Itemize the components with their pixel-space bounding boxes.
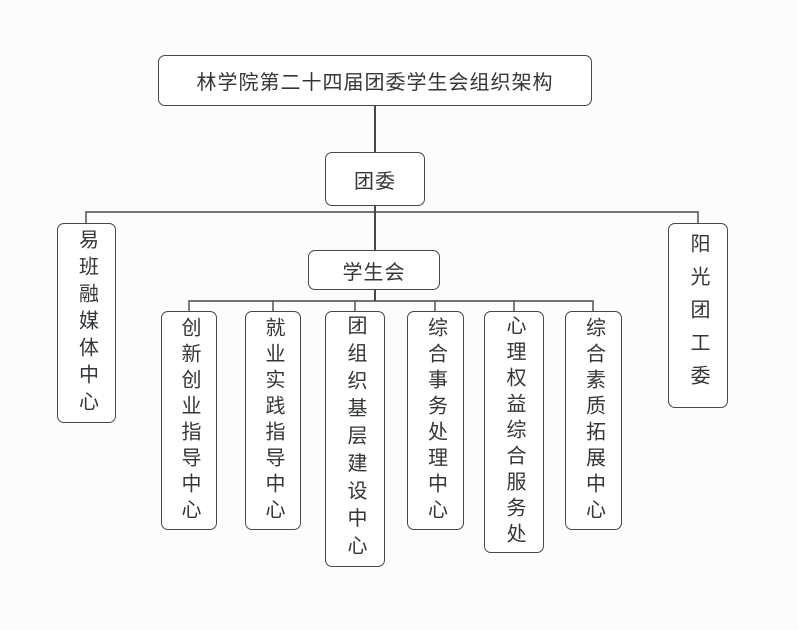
node-youth-league-committee: 团委 xyxy=(325,152,425,206)
node-label: 阳光团工委 xyxy=(687,233,709,398)
node-label: 创新创业指导中心 xyxy=(178,316,200,525)
node-label: 心理权益综合服务处 xyxy=(503,315,525,549)
node-general-affairs-center: 综合事务处理中心 xyxy=(407,311,464,530)
node-sunshine-league-committee: 阳光团工委 xyxy=(668,223,728,408)
node-label: 易班融媒体中心 xyxy=(75,228,98,418)
node-innovation-entrepreneurship-center: 创新创业指导中心 xyxy=(161,311,217,530)
node-league-grassroots-building-center: 团组织基层建设中心 xyxy=(325,311,385,567)
node-label: 综合事务处理中心 xyxy=(424,316,447,525)
node-employment-practice-center: 就业实践指导中心 xyxy=(245,311,301,530)
node-label: 学生会 xyxy=(342,261,406,284)
node-psychology-rights-service-office: 心理权益综合服务处 xyxy=(484,311,544,553)
connector-department-rail xyxy=(188,300,594,312)
node-quality-development-center: 综合素质拓展中心 xyxy=(565,311,622,530)
node-label: 林学院第二十四届团委学生会组织架构 xyxy=(196,72,554,94)
node-yiban-media-center: 易班融媒体中心 xyxy=(57,223,116,423)
node-label: 团组织基层建设中心 xyxy=(344,315,366,563)
connector-level2-rail xyxy=(85,211,699,223)
node-org-chart-title: 林学院第二十四届团委学生会组织架构 xyxy=(158,55,592,106)
node-label: 就业实践指导中心 xyxy=(262,316,284,525)
node-label: 团委 xyxy=(354,170,396,193)
node-student-union: 学生会 xyxy=(308,250,440,290)
node-label: 综合素质拓展中心 xyxy=(582,316,605,525)
